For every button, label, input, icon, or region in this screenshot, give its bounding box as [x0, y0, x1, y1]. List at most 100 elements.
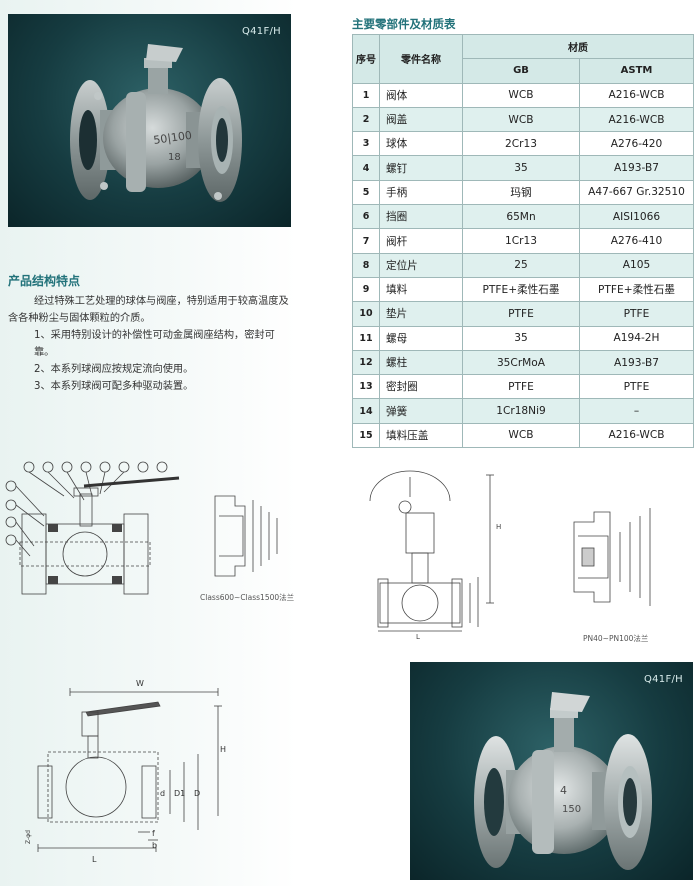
cell-part-name: 阀盖 — [379, 106, 463, 133]
cell-gb: PTFE — [462, 301, 580, 327]
cell-gb: 35 — [462, 155, 580, 181]
cell-part-name: 螺柱 — [379, 349, 463, 376]
body-marking-3: 4 — [560, 784, 567, 797]
dim-h-label: H — [220, 745, 226, 754]
header-astm: ASTM — [579, 58, 694, 84]
ball-valve-illustration: 50|100 18 — [70, 44, 242, 202]
cell-gb: 25 — [462, 252, 580, 278]
features-title: 产品结构特点 — [8, 274, 81, 288]
cell-gb: 35 — [462, 325, 580, 351]
cell-no: 2 — [352, 106, 380, 133]
gear-dim-h: H — [496, 523, 501, 531]
cell-no: 7 — [352, 228, 380, 254]
cell-gb: 65Mn — [462, 204, 580, 230]
cell-part-name: 螺母 — [379, 325, 463, 351]
gear-operator-drawing: H L — [369, 470, 501, 639]
body-marking-1: 50|100 — [153, 129, 193, 147]
cross-section-drawing — [5, 461, 180, 595]
cell-astm: AISI1066 — [579, 204, 694, 230]
cell-gb: 玛钢 — [462, 179, 580, 206]
cell-part-name: 阀杆 — [379, 228, 463, 254]
cell-part-name: 挡圈 — [379, 204, 463, 230]
cell-no: 15 — [352, 422, 380, 449]
features-intro: 经过特殊工艺处理的球体与阀座，特别适用于较高温度及含各种粉尘与固体颗粒的介质。 — [8, 296, 289, 324]
cell-part-name: 弹簧 — [379, 398, 463, 424]
cell-astm: – — [579, 398, 694, 424]
cell-astm: PTFE — [579, 374, 694, 400]
cell-astm: A193-B7 — [579, 155, 694, 181]
dim-d1-label: D1 — [174, 789, 185, 798]
cell-part-name: 定位片 — [379, 252, 463, 278]
product-photo-bottom: 4 150 Q41F/H — [410, 662, 693, 880]
dim-f-label: f — [152, 829, 155, 838]
body-marking-2: 18 — [168, 152, 181, 163]
cell-no: 12 — [352, 349, 380, 376]
cell-astm: A47-667 Gr.32510 — [579, 179, 694, 206]
cell-no: 8 — [352, 252, 380, 278]
header-no: 序号 — [352, 34, 380, 84]
feature-item-3: 3、本系列球阀可配多种驱动装置。 — [34, 381, 194, 392]
cell-astm: PTFE — [579, 301, 694, 327]
gear-dim-l: L — [416, 633, 420, 639]
product-photo-top: 50|100 18 Q41F/H — [8, 14, 291, 227]
cell-gb: 35CrMoA — [462, 349, 580, 376]
cell-gb: WCB — [462, 82, 580, 108]
dim-w-label: W — [136, 679, 144, 688]
parts-table-title: 主要零部件及材质表 — [352, 17, 456, 31]
cell-no: 6 — [352, 204, 380, 230]
flange-caption-right: PN40~PN100法兰 — [583, 634, 649, 643]
cell-astm: A216-WCB — [579, 422, 694, 449]
dim-l-label: L — [92, 855, 97, 864]
cell-astm: A276-410 — [579, 228, 694, 254]
cell-no: 1 — [352, 82, 380, 108]
body-marking-4: 150 — [562, 804, 581, 815]
cell-gb: PTFE+柔性石墨 — [462, 276, 580, 303]
cell-no: 13 — [352, 374, 380, 400]
cell-gb: 1Cr18Ni9 — [462, 398, 580, 424]
cell-gb: 2Cr13 — [462, 131, 580, 157]
cell-astm: A193-B7 — [579, 349, 694, 376]
features-body: 经过特殊工艺处理的球体与阀座，特别适用于较高温度及含各种粉尘与固体颗粒的介质。 … — [8, 293, 292, 395]
header-material: 材质 — [462, 33, 694, 60]
cell-gb: WCB — [462, 106, 580, 133]
cell-no: 11 — [352, 325, 380, 351]
dim-D-label: D — [194, 789, 200, 798]
cell-astm: A216-WCB — [579, 106, 694, 133]
cell-part-name: 密封圈 — [379, 374, 463, 400]
feature-item-2: 2、本系列球阀应按规定流向使用。 — [34, 364, 194, 375]
flange-caption-left: Class600~Class1500法兰 — [200, 593, 295, 602]
cell-no: 14 — [352, 398, 380, 424]
cell-part-name: 垫片 — [379, 301, 463, 327]
feature-item-1: 1、采用特别设计的补偿性可动金属阀座结构，密封可靠。 — [34, 330, 275, 358]
flange-detail-left — [214, 495, 278, 577]
header-part-name: 零件名称 — [379, 34, 463, 84]
cell-part-name: 填料 — [379, 276, 463, 303]
model-label-bottom: Q41F/H — [643, 674, 683, 685]
ball-valve-illustration-2: 4 150 — [474, 692, 652, 870]
cell-gb: WCB — [462, 422, 580, 449]
cell-astm: PTFE+柔性石墨 — [579, 276, 694, 303]
cell-part-name: 螺钉 — [379, 155, 463, 181]
dim-z-label: Z-φd — [25, 830, 32, 844]
dim-b-label: b — [152, 841, 157, 850]
flange-detail-right — [573, 508, 651, 606]
cell-astm: A105 — [579, 252, 694, 278]
header-gb: GB — [462, 58, 580, 84]
